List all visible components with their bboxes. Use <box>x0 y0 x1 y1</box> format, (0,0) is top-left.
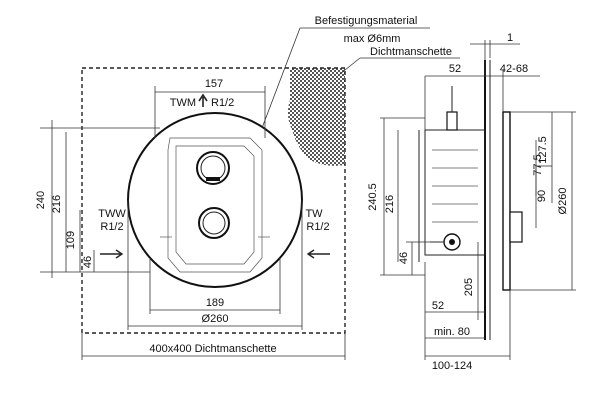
callouts: Befestigungsmaterial max Ø6mm Dichtmansc… <box>261 15 460 129</box>
callout-fastening-pointer <box>261 27 301 129</box>
side-cover-plate <box>502 111 511 291</box>
label-twm: TWM <box>170 97 196 109</box>
diverter-knob-mark <box>206 177 220 181</box>
tww-inlet-arrow-icon <box>100 249 124 259</box>
box-outline-inner <box>175 145 255 265</box>
dim-775-label: 77.5 <box>532 154 544 175</box>
dim-400-label: 400x400 Dichtmanschette <box>149 343 276 355</box>
twm-up-arrow-icon <box>198 93 208 107</box>
diverter-knob-inner <box>200 155 226 181</box>
label-tww: TWW <box>98 208 126 220</box>
dim-52-bottom-label: 52 <box>432 300 444 312</box>
tw-inlet-arrow-icon <box>306 249 330 259</box>
dim-overall-label: 100-124 <box>432 360 472 372</box>
side-view: 52 1 42-68 Ø260 127.5 77.5 90 240.5 216 … <box>367 32 576 372</box>
thermostat-knob <box>198 207 230 239</box>
concealed-box-outline <box>167 137 263 273</box>
dim-1275-label: 127.5 <box>537 136 549 164</box>
dim-109-label: 109 <box>65 231 77 249</box>
dim-216-label: 216 <box>51 195 63 213</box>
label-twm-thread: R1/2 <box>211 97 234 109</box>
dim-1-label: 1 <box>507 32 513 44</box>
top-screw <box>446 111 458 131</box>
dim-240-label: 240 <box>35 191 47 209</box>
sleeve-outline <box>81 67 346 334</box>
diverter-knob <box>196 151 230 185</box>
label-tw: TW <box>305 208 323 220</box>
dim-260-label: Ø260 <box>202 313 229 325</box>
label-tw-thread: R1/2 <box>306 221 329 233</box>
dim-range-label: 42-68 <box>500 63 528 75</box>
dim-157-label: 157 <box>205 78 223 90</box>
dim-216-side-label: 216 <box>384 195 396 213</box>
dim-2405-label: 240.5 <box>367 183 379 211</box>
dim-189-label: 189 <box>206 297 224 309</box>
dim-46-side-label: 46 <box>398 252 410 264</box>
inlet-fitting-core <box>449 239 455 245</box>
thermostat-knob-inner <box>202 211 226 235</box>
side-spindle <box>509 211 523 243</box>
dim-205-label: 205 <box>463 278 475 296</box>
callout-sleeve-text: Dichtmanschette <box>370 46 452 58</box>
dim-90-label: 90 <box>536 190 548 202</box>
dim-260-side-label: Ø260 <box>557 188 569 215</box>
dim-52-top-label: 52 <box>449 63 461 75</box>
dim-min80-label: min. 80 <box>434 326 470 338</box>
wall-hatch-area <box>287 68 345 166</box>
label-tww-thread: R1/2 <box>100 221 123 233</box>
cover-plate-circle <box>127 112 303 288</box>
callout-fastening-text: Befestigungsmaterial <box>315 15 418 27</box>
callout-fastening-size: max Ø6mm <box>344 33 401 45</box>
dim-46-label: 46 <box>82 256 94 268</box>
callout-sleeve-pointer <box>339 57 361 75</box>
front-view: 157 TWM R1/2 240 216 109 46 TWW R1/2 TW … <box>35 67 346 360</box>
